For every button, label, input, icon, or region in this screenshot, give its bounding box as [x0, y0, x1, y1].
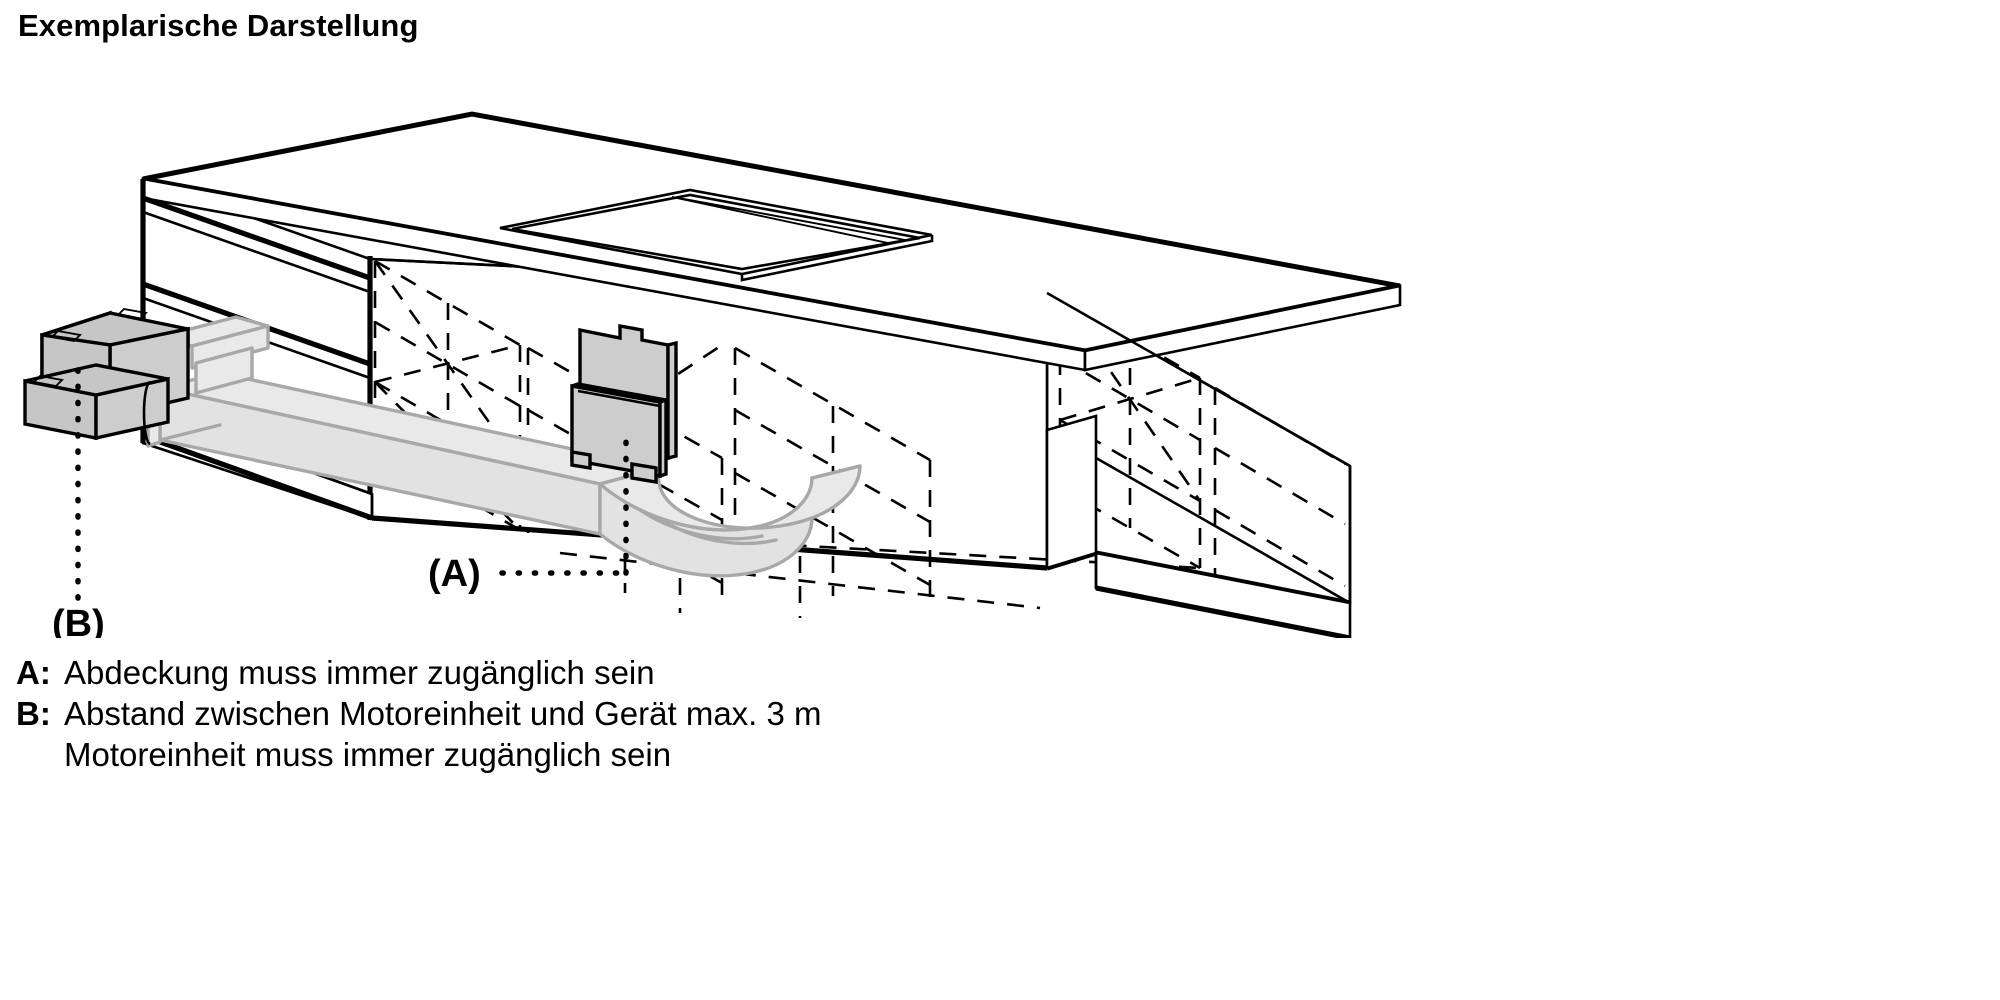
- legend-text-b: Abstand zwischen Motoreinheit und Gerät …: [64, 695, 822, 732]
- technical-illustration: (B) (A): [0, 48, 2000, 638]
- motor-unit-lower-notch: [32, 374, 64, 388]
- motor-duct-flange: [142, 380, 152, 446]
- motor-unit-upper-notch-2: [116, 307, 148, 321]
- legend-text-a: Abdeckung muss immer zugänglich sein: [64, 654, 655, 691]
- cooktop-panel-bar: [671, 196, 906, 244]
- cover-front-plate-groove: [577, 389, 661, 408]
- cover-tab-left: [570, 449, 592, 471]
- cover-back-plate-edge: [666, 340, 678, 461]
- callout-b-label: (B): [52, 603, 105, 638]
- plinth-right-return: [1045, 414, 1098, 570]
- illustration-svg: (B) (A): [23, 111, 1402, 638]
- legend-item-a: A: Abdeckung muss immer zugänglich sein: [16, 652, 1416, 693]
- cover-tab-right: [630, 461, 658, 485]
- base-top-right-edge: [1046, 291, 1351, 468]
- callout-a-label: (A): [428, 553, 481, 595]
- legend-text-b-continuation: Motoreinheit muss immer zugänglich sein: [64, 736, 672, 773]
- legend-key-a: A:: [16, 654, 51, 691]
- legend-item-b: B: Abstand zwischen Motoreinheit und Ger…: [16, 693, 1416, 734]
- legend-key-b: B:: [16, 695, 51, 732]
- cover-front-plate-right-bevel: [658, 397, 668, 479]
- motor-unit: [23, 307, 190, 446]
- drawer-line-1: [142, 210, 371, 294]
- cover-assembly: [570, 323, 678, 485]
- worktop: [141, 111, 1402, 372]
- cooktop-panel-thickness: [740, 235, 934, 282]
- duct-riser-face: [194, 346, 254, 395]
- drawer-gap-top: [142, 195, 371, 281]
- cooktop-panel-inner-border: [511, 193, 921, 271]
- page-title: Exemplarische Darstellung: [18, 8, 419, 43]
- motor-unit-upper-notch: [50, 329, 82, 343]
- worktop-right-edge: [1083, 284, 1402, 372]
- motor-unit-lower-top: [24, 363, 169, 397]
- legend: A: Abdeckung muss immer zugänglich sein …: [16, 652, 1416, 775]
